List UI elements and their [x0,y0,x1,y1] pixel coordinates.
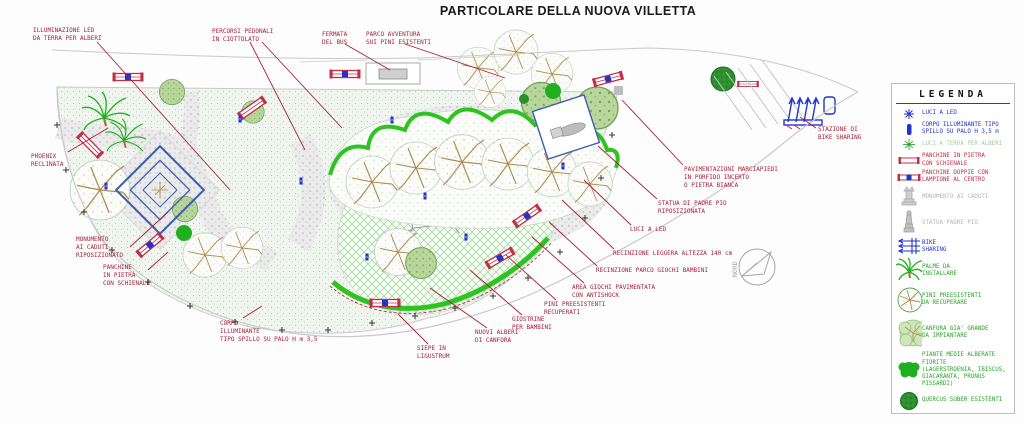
annotation-siepe-ligustrum: SIEPE IN LIGUSTRUM [417,345,450,360]
bike-sharing-station [713,59,836,131]
annotation-recinzione-parco: RECINZIONE PARCO GIOCHI BAMBINI [596,267,708,274]
roads-and-boundaries [51,47,859,338]
annotation-illuminazione-led: ILLUMINAZIONE LED DA TERRA PER ALBERI [33,27,102,42]
camphor-tree-icon [896,316,922,350]
bike-sharing-icon [896,238,922,256]
annotation-pini-preesistenti: PINI PREESISTENTI RECUPERATI [544,301,606,316]
annotation-area-giochi: AREA GIOCHI PAVIMENTATA CON ANTISHOCK [572,284,656,299]
annotation-luci-a-led: LUCI A LED [630,226,667,233]
legend-item-panchine: PANCHINE IN PIETRA CON SCHIENALE [896,153,1010,167]
double-bench-icon [896,173,922,182]
cork-oak-icon [896,391,922,411]
legend-item-panchine-doppie: PANCHINE DOPPIE CON LAMPIONE AL CENTRO [896,170,1010,184]
stone-bench-icon [896,156,922,165]
annotation-panchine-pietra: PANCHINE IN PIETRA CON SCHIENALE [103,264,150,287]
palm-icon [896,258,922,284]
annotation-recinzione-leggera: RECINZIONE LEGGERA ALTEZZA 140 cm [613,250,733,257]
page-title: PARTICOLARE DELLA NUOVA VILLETTA [439,4,697,18]
compass-label: NORD [731,261,739,277]
annotation-stazione-bike: STAZIONE DI BIKE SHARING [818,126,862,141]
ground-light-icon [896,138,922,151]
legend-item-monumento: MONUMENTO AI CADUTI [896,186,1010,208]
legend-panel: LEGENDA LUCI A LED CORPO ILLUMINANTE TIP… [891,83,1015,414]
trees-layer [69,29,736,279]
padre-pio-statue-icon [896,210,922,236]
north-compass: NORD [731,248,776,286]
legend-item-corpo-illuminante: CORPO ILLUMINANTE TIPO SPILLO SU PALO H … [896,122,1010,136]
annotation-phoenix-reclinata: PHOENIX RECLINATA [31,153,64,168]
annotation-nuovi-alberi: NUOVI ALBERI DI CANFORA [475,329,519,344]
playground-fence [329,241,553,314]
led-light-icon [896,108,922,120]
war-memorial-icon [896,186,922,208]
annotation-giostrine: GIOSTRINE PER BAMBINI [512,316,552,331]
scalloped-hedge [328,107,620,176]
legend-item-palme: PALME DA INSTALLARE [896,258,1010,284]
legend-item-canfora: CANFORA GIA' GRANDE DA IMPIANTARE [896,316,1010,350]
leader-lines [67,41,817,345]
pine-icon [896,286,922,314]
new-camphor-tree [545,83,561,99]
flowering-tree-icon [896,359,922,381]
plinth [614,86,623,95]
annotation-percorsi-pedonali: PERCORSI PEDONALI IN CIOTTOLATO [212,28,274,43]
annotation-fermata-bus: FERMATA DEL BUS [322,31,348,46]
legend-item-luci-led: LUCI A LED [896,108,1010,120]
legend-item-quercus: QUERCUS SUBER ESISTENTI [896,391,1010,411]
legend-item-statua: STATUA PADRE PIO [896,210,1010,236]
legend-item-pini: PINI PREESISTENTI DA RECUPERARE [896,286,1010,314]
hedge-border [331,236,550,311]
annotation-parco-avventura: PARCO AVVENTURA SUI PINI ESISTENTI [366,31,432,46]
legend-item-bike: BIKE SHARING [896,238,1010,256]
padre-pio-statue-site [531,93,601,161]
cork-oak-tree [710,66,736,92]
annotation-corpo-illuminante: CORPO ILLUMINANTE TIPO SPILLO SU PALO H … [220,320,318,343]
bus-shelter [365,62,421,85]
annotation-statua-padre-pio: STATUA DI PADRE PIO RIPOSIZIONATA [658,200,727,215]
legend-title: LEGENDA [896,87,1010,104]
war-memorial-monument [114,144,206,236]
annotation-pavimentazioni: PAVIMENTAZIONI MARCIAPIEDI IN PORFIDO IN… [684,166,778,189]
legend-item-piante-medie: PIANTE MEDIE ALBERATE FIORITE (LAGERSTRO… [896,352,1010,388]
annotation-monumento-caduti: MONUMENTO AI CADUTI RIPOSIZIONATO [76,236,123,259]
legend-item-luci-terra: LUCI A TERRA PER ALBERI [896,138,1010,151]
spillo-lamp-icon [896,123,922,136]
